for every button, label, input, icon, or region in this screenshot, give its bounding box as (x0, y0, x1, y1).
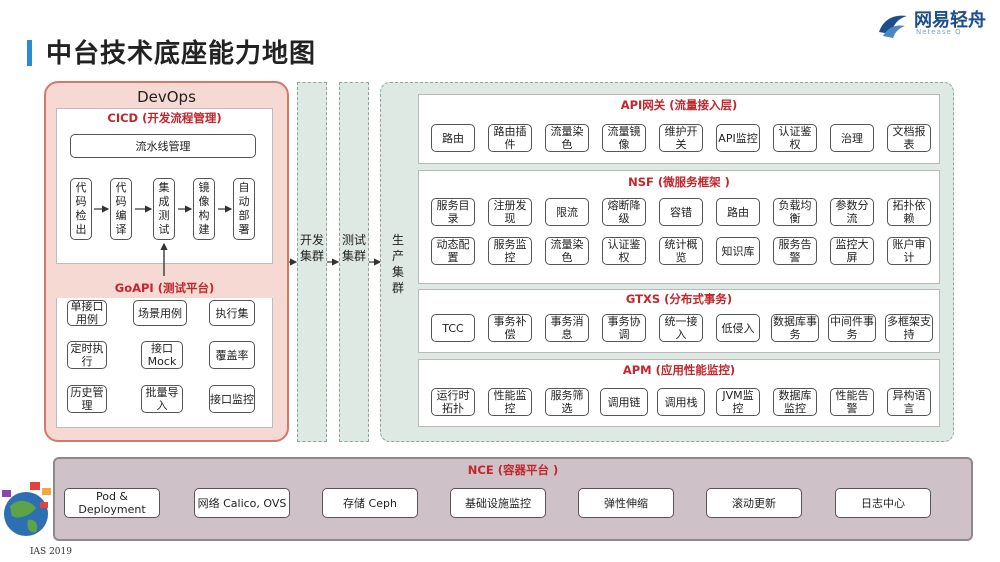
nsf-item: 拓扑依赖 (887, 198, 931, 226)
apm-title: APM (应用性能监控) (622, 363, 736, 377)
nsf-title: NSF (微服务框架 ) (628, 175, 730, 189)
api-item: 治理 (830, 124, 874, 152)
gtxs-item: 数据库事务 (771, 314, 819, 342)
nce-item: 日志中心 (835, 488, 931, 518)
nce-item: Pod & Deployment (64, 488, 160, 518)
pipeline-management-box: 流水线管理 (70, 134, 256, 158)
cicd-step-auto-deploy: 自动部署 (233, 178, 255, 240)
api-item: 维护开关 (659, 124, 703, 152)
nce-item: 存储 Ceph (322, 488, 418, 518)
nsf-item: 注册发现 (488, 198, 532, 226)
gtxs-title: GTXS (分布式事务) (625, 292, 733, 306)
apm-item: 数据库监控 (773, 388, 817, 416)
apm-item: 异构语言 (887, 388, 931, 416)
gtxs-item: 低侵入 (716, 314, 760, 342)
goapi-item-mock: 接口Mock (141, 341, 183, 369)
goapi-item-scenario-case: 场景用例 (133, 300, 187, 326)
gtxs-item: TCC (431, 314, 475, 342)
logo-subtitle: Netease Q (916, 28, 962, 36)
cicd-step-integration-test: 集成测试 (153, 178, 175, 240)
gtxs-item: 事务协调 (602, 314, 646, 342)
apm-item: 运行时拓扑 (431, 388, 475, 416)
goapi-title: GoAPI (测试平台) (114, 281, 215, 295)
goapi-item-history: 历史管理 (67, 385, 107, 413)
nce-item: 滚动更新 (706, 488, 802, 518)
api-item: 流量镜像 (602, 124, 646, 152)
goapi-header (56, 276, 273, 298)
api-gateway-title: API网关 (流量接入层) (620, 98, 738, 112)
apm-item: 调用栈 (657, 388, 705, 416)
cicd-step-compile: 代码编译 (110, 178, 132, 240)
api-item: API监控 (716, 124, 760, 152)
gtxs-item: 中间件事务 (828, 314, 876, 342)
apm-item: 调用链 (600, 388, 648, 416)
nce-item: 网络 Calico, OVS (194, 488, 290, 518)
nsf-item: 服务监控 (488, 237, 532, 265)
goapi-item-execution-set: 执行集 (209, 300, 255, 326)
logo-name: 网易轻舟 (914, 10, 986, 31)
nsf-item: 容错 (659, 198, 703, 226)
nsf-item: 负载均衡 (773, 198, 817, 226)
goapi-item-api-monitor: 接口监控 (209, 385, 255, 413)
nsf-item: 服务告警 (773, 237, 817, 265)
gtxs-item: 事务消息 (545, 314, 589, 342)
nsf-item: 路由 (716, 198, 760, 226)
gtxs-item: 统一接入 (659, 314, 703, 342)
apm-item: 性能监控 (488, 388, 532, 416)
nsf-section (418, 170, 940, 284)
nsf-item: 知识库 (716, 237, 760, 265)
apm-item: 性能告警 (830, 388, 874, 416)
page-title: 中台技术底座能力地图 (46, 39, 317, 69)
nsf-item: 账户审计 (887, 237, 931, 265)
goapi-item-coverage: 覆盖率 (209, 341, 255, 369)
nsf-item: 流量染色 (545, 237, 589, 265)
gtxs-item: 多框架支持 (885, 314, 933, 342)
test-cluster-label: 测试集群 (341, 233, 366, 263)
apm-item: JVM监控 (716, 388, 760, 416)
nce-item: 基础设施监控 (450, 488, 546, 518)
cicd-step-image-build: 镜像构建 (193, 178, 215, 240)
cluster-flow-arrows (289, 258, 382, 266)
nsf-item: 统计概览 (659, 237, 703, 265)
gtxs-item: 事务补偿 (488, 314, 532, 342)
nsf-item: 监控大屏 (830, 237, 874, 265)
api-item: 认证鉴权 (773, 124, 817, 152)
cicd-step-checkout: 代码检出 (70, 178, 92, 240)
prod-cluster-label: 生产集群 (391, 233, 404, 295)
nce-title: NCE (容器平台 ) (467, 463, 559, 477)
cicd-title: CICD (开发流程管理) (107, 111, 222, 125)
logo (873, 4, 993, 44)
api-item: 路由 (431, 124, 475, 152)
dev-cluster-label: 开发集群 (299, 233, 324, 263)
dev-cluster-column (297, 82, 327, 442)
nsf-item: 服务目录 (431, 198, 475, 226)
api-item: 文档报表 (887, 124, 931, 152)
goapi-item-single-case: 单接口用例 (67, 300, 107, 326)
title-accent-bar (27, 40, 32, 66)
nce-item: 弹性伸缩 (578, 488, 674, 518)
goapi-item-batch-import: 批量导入 (141, 385, 183, 413)
nsf-item: 参数分流 (830, 198, 874, 226)
devops-title: DevOps (137, 88, 196, 106)
goapi-item-scheduled: 定时执行 (67, 341, 107, 369)
apm-item: 服务筛选 (545, 388, 589, 416)
nsf-item: 限流 (545, 198, 589, 226)
test-cluster-column (339, 82, 369, 442)
ias-globe-icon (2, 482, 51, 536)
nsf-item: 认证鉴权 (602, 237, 646, 265)
conference-label: IAS 2019 (30, 547, 72, 557)
nsf-item: 熔断降级 (602, 198, 646, 226)
api-item: 流量染色 (545, 124, 589, 152)
nsf-item: 动态配置 (431, 237, 475, 265)
wave-logo-icon (879, 15, 907, 38)
api-item: 路由插件 (488, 124, 532, 152)
